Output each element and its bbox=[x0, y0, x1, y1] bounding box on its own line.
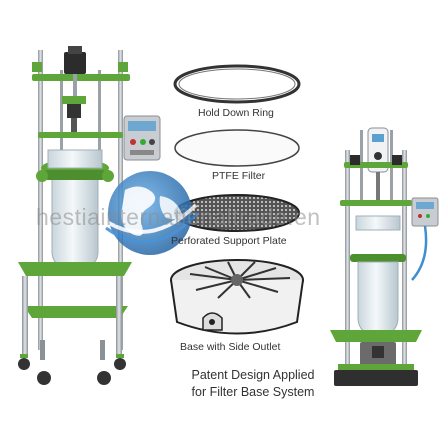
right-reactor bbox=[330, 127, 439, 386]
patent-line-1: Patent Design Applied bbox=[191, 368, 315, 382]
globe-logo-icon bbox=[102, 171, 200, 255]
label-base-outlet: Base with Side Outlet bbox=[180, 341, 281, 353]
left-reactor bbox=[18, 46, 161, 385]
patent-line-2: for Filter Base System bbox=[191, 385, 315, 399]
watermark-text: hestiainternationaltrade.en bbox=[36, 204, 321, 230]
label-hold-down-ring: Hold Down Ring bbox=[198, 107, 274, 119]
control-box bbox=[123, 115, 161, 161]
label-ptfe-filter: PTFE Filter bbox=[212, 170, 266, 182]
label-perforated-plate: Perforated Support Plate bbox=[171, 235, 287, 247]
